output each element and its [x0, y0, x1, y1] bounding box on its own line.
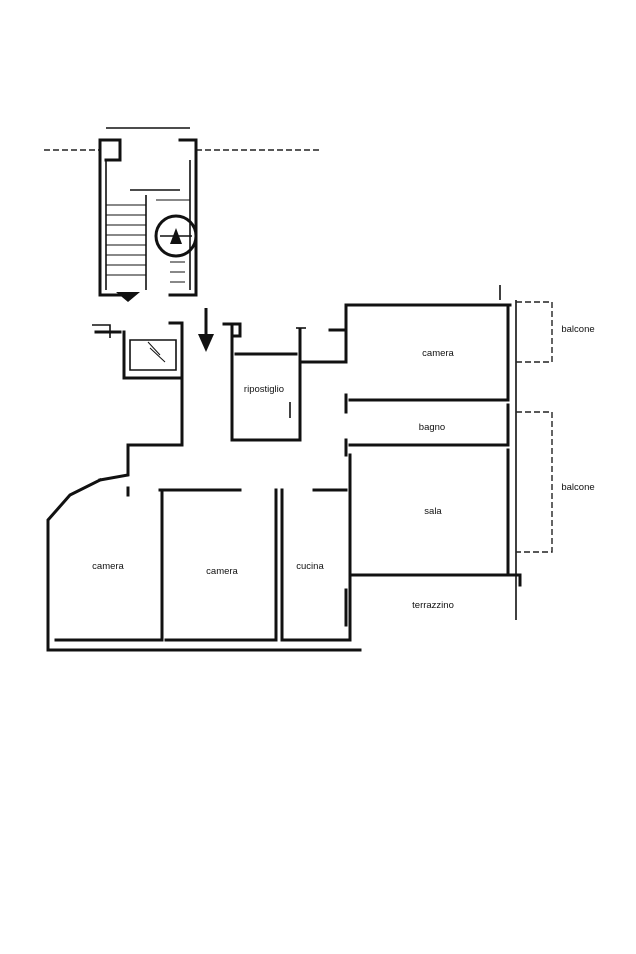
entrance-arrow-icon: [198, 308, 214, 352]
apartment-walls: [46, 285, 522, 652]
room-label-terrazzino: terrazzino: [412, 600, 454, 611]
room-label-balcone-bottom: balcone: [561, 482, 594, 493]
staircase: [44, 127, 320, 302]
room-label-balcone-top: balcone: [561, 324, 594, 335]
room-label-camera-middle: camera: [206, 566, 238, 577]
room-label-ripostiglio: ripostiglio: [244, 384, 284, 395]
balconies: [516, 301, 553, 553]
stair-down-arrow-icon: [116, 292, 140, 302]
room-label-cucina: cucina: [296, 561, 324, 572]
room-label-camera-left: camera: [92, 561, 124, 572]
room-labels: camera bagno sala ripostiglio camera cam…: [92, 324, 594, 611]
room-label-bagno: bagno: [419, 422, 445, 433]
stair-treads: [106, 189, 190, 290]
room-label-camera-top: camera: [422, 348, 454, 359]
elevator-circle-icon: [154, 214, 198, 258]
room-label-sala: sala: [424, 506, 442, 517]
